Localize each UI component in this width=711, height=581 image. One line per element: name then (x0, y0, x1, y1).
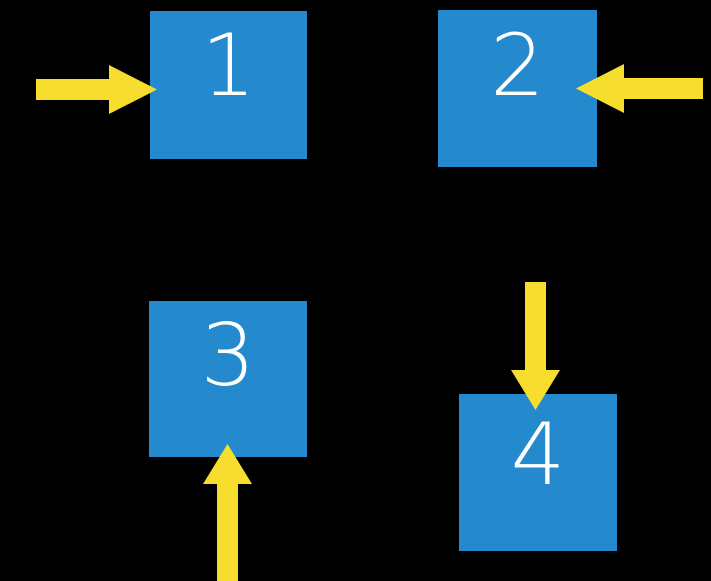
arrow-down-icon (511, 282, 560, 410)
node-box-4[interactable] (459, 394, 617, 551)
arrow-right-into-node-1 (36, 65, 157, 114)
node-box-1[interactable] (150, 11, 307, 159)
arrow-right-icon (36, 65, 157, 114)
node-box-2[interactable] (438, 10, 597, 167)
arrow-left-into-node-2 (576, 64, 703, 113)
arrow-up-into-node-3 (203, 444, 252, 581)
arrow-left-icon (576, 64, 703, 113)
arrow-down-into-node-4 (511, 282, 560, 410)
node-label-3: 3 (200, 306, 256, 406)
node-box-3[interactable] (149, 301, 307, 457)
node-label-4: 4 (510, 405, 566, 505)
arrow-up-icon (203, 444, 252, 581)
node-label-1: 1 (201, 16, 256, 116)
node-label-2: 2 (490, 16, 545, 116)
